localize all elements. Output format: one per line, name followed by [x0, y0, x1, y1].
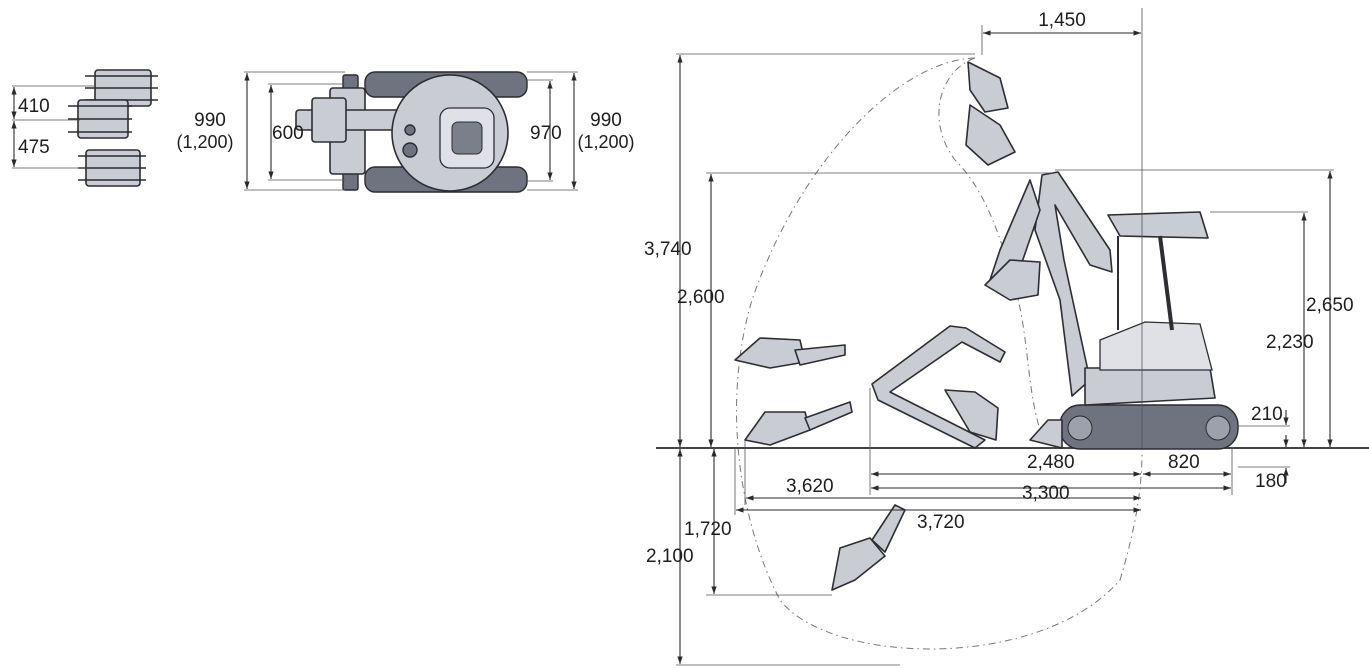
working-range-envelope: [736, 57, 1143, 650]
upper-structure: [1084, 367, 1216, 406]
machine-body: [1029, 211, 1239, 450]
dim-blade-drop: 180: [1255, 471, 1287, 492]
dim-overall-height: 2,650: [1306, 295, 1354, 316]
dim-max-dump-height: 2,600: [677, 287, 725, 308]
bucket-left-high: [734, 337, 846, 369]
dim-tail-reach: 1,450: [1038, 10, 1086, 31]
dim-top-overall-width-alt: (1,200): [176, 132, 233, 152]
dim-max-vertical-dig-depth: 1,720: [684, 519, 732, 540]
dim-top-track-gauge: 600: [272, 123, 304, 144]
dim-max-dig-reach: 3,720: [917, 512, 965, 533]
dim-blade-lift: 210: [1251, 404, 1283, 425]
blade-position-center: [68, 99, 132, 139]
canopy-roof: [1107, 211, 1209, 239]
dim-blade-offset-lower: 475: [18, 137, 50, 158]
dozer-blade: [1029, 419, 1063, 449]
bucket-top: [965, 61, 1016, 166]
dim-rear-blade-length: 820: [1168, 452, 1200, 473]
dim-blade-offset-upper: 410: [18, 96, 50, 117]
dim-min-swing-radius: 2,480: [1027, 452, 1075, 473]
dim-max-dig-depth: 2,100: [646, 546, 694, 567]
arm-raised: [984, 171, 1113, 397]
side-view: 3,740 2,600 1,720 2,100 1,450 2,650 2,23…: [644, 8, 1369, 666]
dim-top-overall-width: 990: [194, 110, 226, 131]
arm-extended: [871, 325, 1006, 449]
blade-position-lower: [78, 149, 146, 187]
blade-offset-view: 410 475: [11, 69, 158, 187]
dim-canopy-height: 2,230: [1266, 332, 1314, 353]
dim-top-shoe-width: 970: [530, 123, 562, 144]
bucket-left-low: [744, 401, 853, 446]
dim-max-reach-height: 3,740: [644, 239, 692, 260]
dim-top-width-right-alt: (1,200): [577, 132, 634, 152]
top-view: 990 (1,200) 600 970 990 (1,200): [176, 71, 635, 193]
dim-top-width-right: 990: [590, 110, 622, 131]
bucket-bottom: [831, 504, 906, 591]
dim-max-dig-reach-ground: 3,620: [786, 476, 834, 497]
dim-transport-length: 3,300: [1022, 483, 1070, 504]
engine-hood: [1099, 321, 1213, 371]
